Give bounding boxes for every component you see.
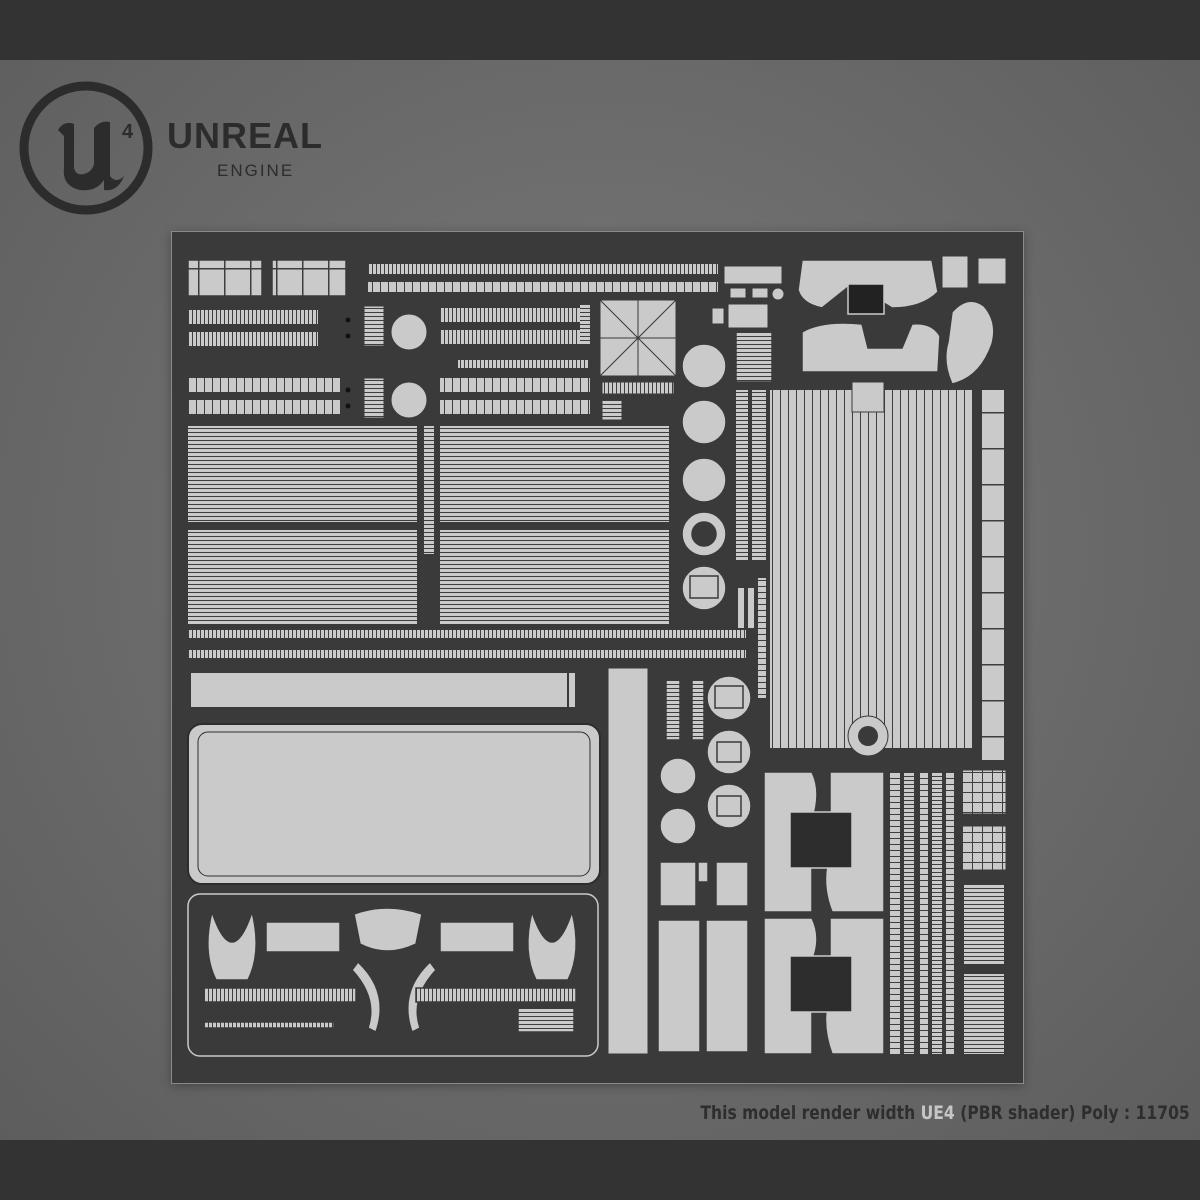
- curved-pieces-bottom-right: [763, 771, 885, 1055]
- vertical-strips-center: [736, 390, 766, 698]
- large-vertical-slab: [770, 381, 972, 757]
- lower-circles: [659, 675, 752, 845]
- vent-grille: [599, 299, 677, 421]
- brand-subtitle: ENGINE: [217, 161, 295, 180]
- small-fans: [344, 305, 428, 419]
- small-blocks-bottom-center: [657, 861, 749, 1053]
- right-edge-strip: [982, 390, 1004, 760]
- bottom-bar: [0, 1140, 1200, 1200]
- uv-layout: [187, 255, 1007, 1057]
- top-bar: [0, 0, 1200, 60]
- large-panels: [188, 426, 746, 658]
- tall-narrow-strip: [607, 667, 649, 1055]
- ring-column: [681, 331, 773, 611]
- caption-prefix: This model render width: [700, 1102, 921, 1124]
- curved-pieces-top-right: [797, 259, 995, 385]
- top-strips: [368, 264, 718, 292]
- logo-version-glyph: 4: [122, 121, 134, 143]
- caption-highlight: UE4: [920, 1102, 956, 1124]
- render-caption: This model render width UE4 (PBR shader)…: [701, 1102, 1190, 1124]
- unreal-engine-logo: 4: [19, 81, 153, 215]
- brand-name: UNREAL: [167, 115, 323, 156]
- top-left-blocks: [187, 259, 347, 297]
- lower-left-panel: [187, 671, 601, 885]
- mid-left-lined-rows: [188, 304, 590, 414]
- bottom-left-parts-panel: [187, 893, 599, 1057]
- small-pieces-top: [711, 255, 1007, 329]
- bottom-right-strips: [890, 769, 1007, 1054]
- uv-sheet: [172, 232, 1023, 1083]
- caption-suffix: (PBR shader) Poly : 11705: [955, 1102, 1190, 1124]
